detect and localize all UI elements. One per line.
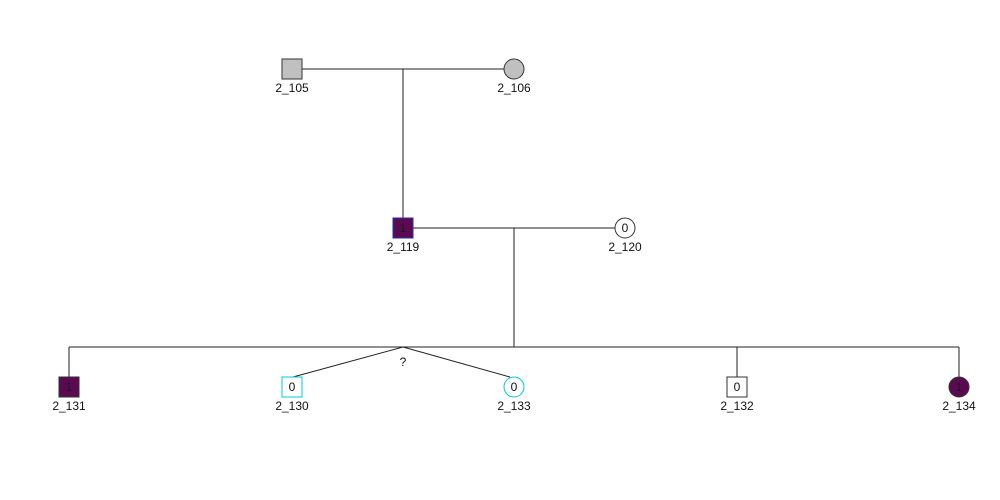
individual-id-label: 2_133 [497, 399, 531, 413]
male-square-icon [726, 376, 748, 398]
twin-line-left [292, 346, 404, 378]
individual-id-label: 2_120 [608, 240, 642, 254]
female-circle-icon [503, 376, 525, 398]
individual-2_120: 0 2_120 [608, 217, 642, 254]
twin-zygosity-marker: ? [400, 355, 407, 369]
twin-line-right [402, 346, 511, 378]
male-square-icon [58, 376, 80, 398]
individual-2_106: 2_106 [497, 58, 531, 95]
pedigree-individuals: 2_105 2_106 1 2_119 0 2_120 1 2_131 0 2_130 0 2_133… [52, 58, 976, 413]
individual-2_134: 1 2_134 [942, 376, 976, 413]
individual-2_131: 1 2_131 [52, 376, 86, 413]
status-marker: 0 [622, 221, 629, 235]
pedigree-lines [68, 68, 960, 378]
individual-id-label: 2_106 [497, 81, 531, 95]
status-marker: 1 [66, 380, 73, 394]
status-marker: 0 [734, 380, 741, 394]
female-circle-icon [614, 217, 636, 239]
female-circle-icon [503, 58, 525, 80]
individual-2_132: 0 2_132 [720, 376, 754, 413]
status-marker: 0 [289, 380, 296, 394]
individual-2_133: 0 2_133 [497, 376, 531, 413]
male-square-icon [281, 376, 303, 398]
status-marker: 1 [400, 221, 407, 235]
male-square-icon [392, 217, 414, 239]
individual-2_130: 0 2_130 [275, 376, 309, 413]
individual-id-label: 2_119 [387, 240, 420, 254]
individual-id-label: 2_130 [275, 399, 309, 413]
status-marker: 1 [956, 380, 963, 394]
individual-id-label: 2_132 [720, 399, 754, 413]
status-marker: 0 [511, 380, 518, 394]
female-circle-icon [948, 376, 970, 398]
male-square-icon [281, 58, 303, 80]
individual-2_119: 1 2_119 [387, 217, 420, 254]
individual-2_105: 2_105 [275, 58, 309, 95]
individual-id-label: 2_131 [52, 399, 86, 413]
individual-id-label: 2_105 [275, 81, 309, 95]
individual-id-label: 2_134 [942, 399, 976, 413]
